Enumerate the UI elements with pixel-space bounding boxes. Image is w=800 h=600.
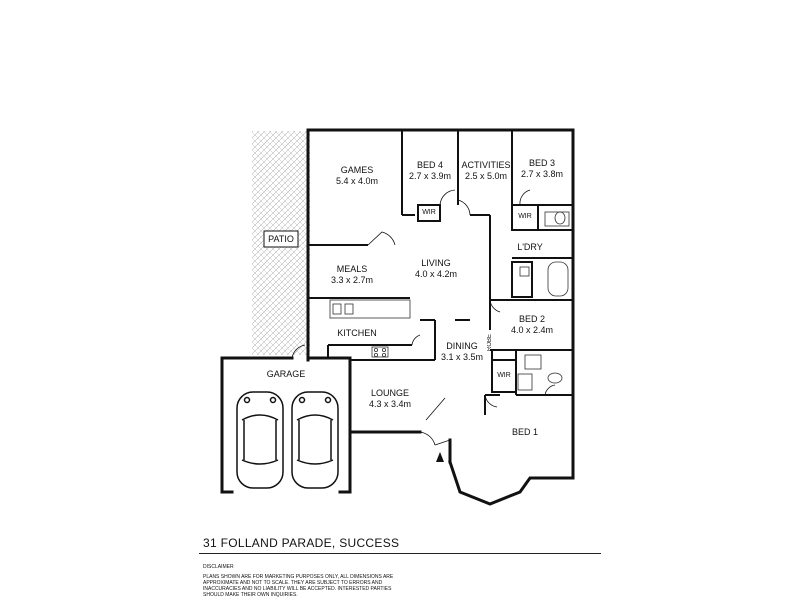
room-dining: DINING 3.1 x 3.5m: [441, 341, 483, 363]
car-icon-left: [236, 391, 284, 489]
cars: [236, 391, 339, 489]
room-games: GAMES 5.4 x 4.0m: [336, 165, 378, 187]
room-dining-size: 3.1 x 3.5m: [440, 352, 484, 362]
room-games-size: 5.4 x 4.0m: [335, 176, 379, 186]
room-bed4: BED 4 2.7 x 3.9m: [409, 160, 451, 182]
room-bed3: BED 3 2.7 x 3.8m: [521, 158, 563, 180]
room-bed2-name: BED 2: [518, 314, 545, 324]
room-meals: MEALS 3.3 x 2.7m: [331, 264, 373, 286]
wir-bed1-label: WIR: [497, 372, 511, 379]
room-bed2-size: 4.0 x 2.4m: [510, 325, 554, 335]
room-laundry: L'DRY: [517, 242, 543, 253]
address-underline: [199, 553, 601, 554]
room-bed1-name: BED 1: [511, 427, 539, 437]
fixtures: [329, 211, 570, 391]
room-lounge: LOUNGE 4.3 x 3.4m: [369, 388, 411, 410]
room-bed4-size: 2.7 x 3.9m: [408, 171, 452, 181]
room-living-name: LIVING: [421, 258, 451, 268]
robe-label: ROBE: [487, 334, 493, 352]
wir-bed4-label: WIR: [422, 209, 436, 216]
room-activities: ACTIVITIES 2.5 x 5.0m: [461, 160, 510, 182]
room-meals-size: 3.3 x 2.7m: [330, 275, 374, 285]
patio-label-box: [263, 230, 299, 248]
disclaimer-text: PLANS SHOWN ARE FOR MARKETING PURPOSES O…: [203, 574, 394, 598]
property-address: 31 FOLLAND PARADE, SUCCESS: [203, 536, 400, 550]
door-swings: [291, 189, 556, 446]
room-dining-name: DINING: [446, 341, 478, 351]
car-icon-right: [291, 391, 339, 489]
room-lounge-size: 4.3 x 3.4m: [368, 399, 412, 409]
room-kitchen-name: KITCHEN: [337, 328, 377, 338]
room-bed1: BED 1: [512, 427, 538, 438]
room-bed4-name: BED 4: [416, 160, 443, 170]
wir-bed3-label: WIR: [518, 213, 532, 220]
room-bed3-name: BED 3: [528, 158, 555, 168]
room-kitchen: KITCHEN: [337, 328, 377, 339]
room-bed3-size: 2.7 x 3.8m: [520, 169, 564, 179]
room-living: LIVING 4.0 x 4.2m: [415, 258, 457, 280]
room-games-name: GAMES: [340, 165, 374, 175]
room-living-size: 4.0 x 4.2m: [414, 269, 458, 279]
room-activities-name: ACTIVITIES: [461, 160, 511, 170]
room-patio-name: PATIO: [268, 234, 294, 244]
room-activities-size: 2.5 x 5.0m: [464, 171, 508, 181]
interior-walls: [308, 130, 573, 415]
entry-arrow-icon: [436, 452, 444, 462]
room-garage: GARAGE: [267, 369, 306, 380]
room-bed2: BED 2 4.0 x 2.4m: [511, 314, 553, 336]
disclaimer-title: DISCLAIMER: [203, 564, 234, 570]
room-lounge-name: LOUNGE: [370, 388, 409, 398]
room-patio: PATIO: [268, 234, 294, 245]
room-meals-name: MEALS: [336, 264, 368, 274]
room-laundry-name: L'DRY: [517, 242, 543, 252]
room-garage-name: GARAGE: [266, 369, 306, 379]
